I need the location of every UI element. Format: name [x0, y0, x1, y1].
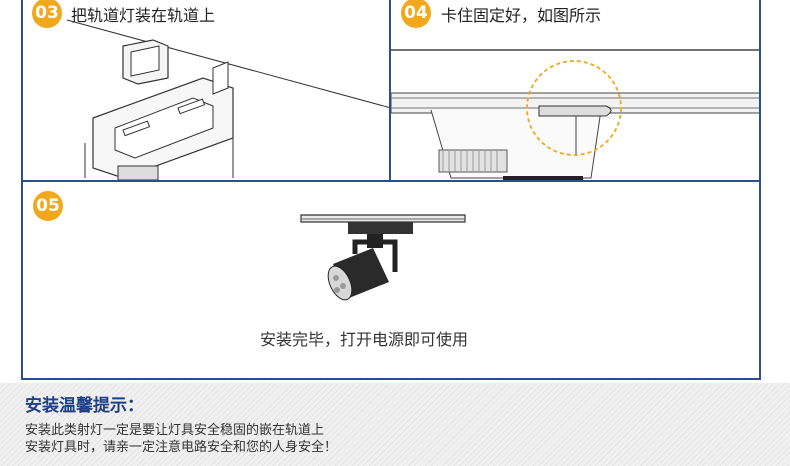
installation-tips: 安装温馨提示： 安装此类射灯一定是要让灯具安全稳固的嵌在轨道上 安装灯具时，请亲…	[0, 383, 790, 466]
step-05-badge: 05	[33, 191, 63, 221]
step-04-title: 卡住固定好，如图所示	[441, 6, 602, 25]
step-03-badge: 03	[32, 0, 62, 28]
tips-line-1: 安装此类射灯一定是要让灯具安全稳固的嵌在轨道上	[25, 423, 325, 438]
tips-line-2: 安装灯具时，请亲一定注意电路安全和您的人身安全！	[25, 440, 338, 455]
step-04-panel: 04 卡住固定好，如图所示	[389, 0, 761, 182]
step-03-title: 把轨道灯装在轨道上	[71, 6, 216, 25]
step-05-caption: 安装完毕，打开电源即可使用	[260, 330, 469, 349]
track-light-illustration	[300, 214, 466, 301]
track-mounting-illustration	[66, 19, 391, 180]
step-04-badge: 04	[401, 0, 431, 28]
tips-title: 安装温馨提示：	[25, 396, 144, 416]
step-05-panel: 05 安装完毕，打开电源即可使用	[21, 180, 761, 380]
clamp-detail-illustration	[391, 49, 759, 180]
step-03-panel: 03 把轨道灯装在轨道上	[21, 0, 391, 182]
